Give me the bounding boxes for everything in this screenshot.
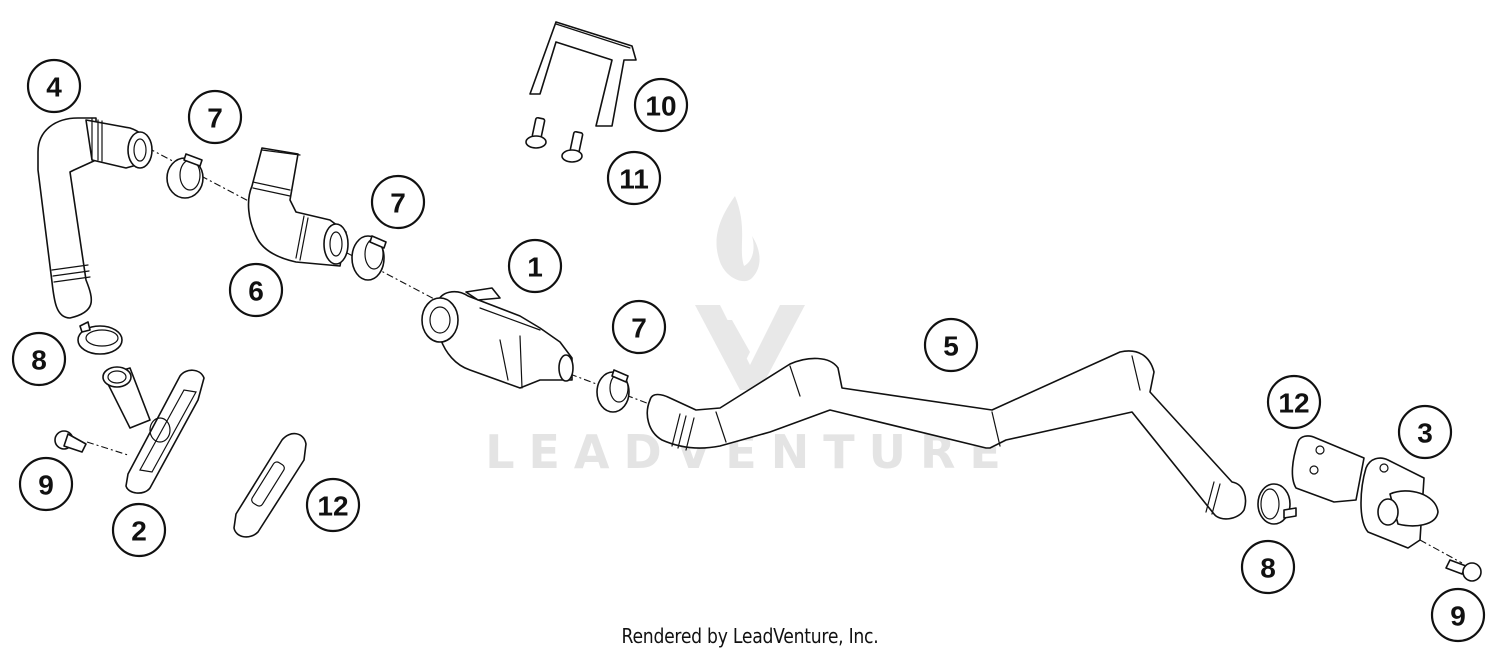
bracket-bolts[interactable] <box>525 116 584 163</box>
hose-clamp-large-2[interactable] <box>1257 483 1297 525</box>
callout-5[interactable]: 5 <box>923 317 979 373</box>
bracket[interactable] <box>529 21 637 127</box>
watermark: LEADVENTURE <box>485 196 1001 479</box>
valve-housing[interactable] <box>421 287 574 389</box>
callout-4[interactable]: 4 <box>26 58 82 114</box>
callout-6[interactable]: 6 <box>228 262 284 318</box>
watermark-v-logo-icon <box>695 305 805 390</box>
long-formed-hose[interactable] <box>646 350 1247 520</box>
watermark-flame-icon <box>716 196 760 282</box>
credit-text: Rendered by LeadVenture, Inc. <box>621 624 879 648</box>
callout-circle[interactable] <box>1397 404 1453 460</box>
upper-left-hose[interactable] <box>37 117 153 319</box>
hose-clamp-large-1[interactable] <box>77 321 123 355</box>
callout-circle[interactable] <box>111 502 167 558</box>
callout-circle[interactable] <box>1240 539 1296 595</box>
callout-circle[interactable] <box>305 477 361 533</box>
callout-circle[interactable] <box>18 456 74 512</box>
hose-clamp-2[interactable] <box>351 235 387 281</box>
callout-circle[interactable] <box>633 77 689 133</box>
callout-7[interactable]: 7 <box>187 89 243 145</box>
callout-9[interactable]: 9 <box>18 456 74 512</box>
callout-circle[interactable] <box>507 238 563 294</box>
callout-circle[interactable] <box>370 174 426 230</box>
inlet-fitting-flange[interactable] <box>1360 457 1439 549</box>
elbow-hose[interactable] <box>247 147 349 267</box>
gasket-1[interactable] <box>233 432 307 538</box>
flange-bolt-2[interactable] <box>1445 559 1482 582</box>
callout-8[interactable]: 8 <box>11 331 67 387</box>
bolt-1[interactable] <box>525 116 547 149</box>
callout-12[interactable]: 12 <box>1266 374 1322 430</box>
hose-clamp-3[interactable] <box>596 369 630 413</box>
hose-clamp-1[interactable] <box>166 153 204 199</box>
callout-3[interactable]: 3 <box>1397 404 1453 460</box>
callout-2[interactable]: 2 <box>111 502 167 558</box>
callout-12[interactable]: 12 <box>305 477 361 533</box>
callout-circle[interactable] <box>611 299 667 355</box>
callout-circle[interactable] <box>228 262 284 318</box>
callout-9[interactable]: 9 <box>1430 587 1486 643</box>
callout-circle[interactable] <box>1430 587 1486 643</box>
outlet-fitting-flange[interactable] <box>102 366 205 494</box>
callout-circle[interactable] <box>1266 374 1322 430</box>
callout-circle[interactable] <box>11 331 67 387</box>
gasket-2[interactable] <box>1291 435 1365 503</box>
callout-7[interactable]: 7 <box>611 299 667 355</box>
bolt-2[interactable] <box>561 130 584 163</box>
callout-11[interactable]: 11 <box>606 150 662 206</box>
callout-8[interactable]: 8 <box>1240 539 1296 595</box>
callout-circle[interactable] <box>26 58 82 114</box>
callout-circle[interactable] <box>187 89 243 145</box>
callout-1[interactable]: 1 <box>507 238 563 294</box>
callout-circle[interactable] <box>923 317 979 373</box>
callout-10[interactable]: 10 <box>633 77 689 133</box>
flange-bolt-1[interactable] <box>54 430 87 453</box>
callout-7[interactable]: 7 <box>370 174 426 230</box>
callout-circle[interactable] <box>606 150 662 206</box>
